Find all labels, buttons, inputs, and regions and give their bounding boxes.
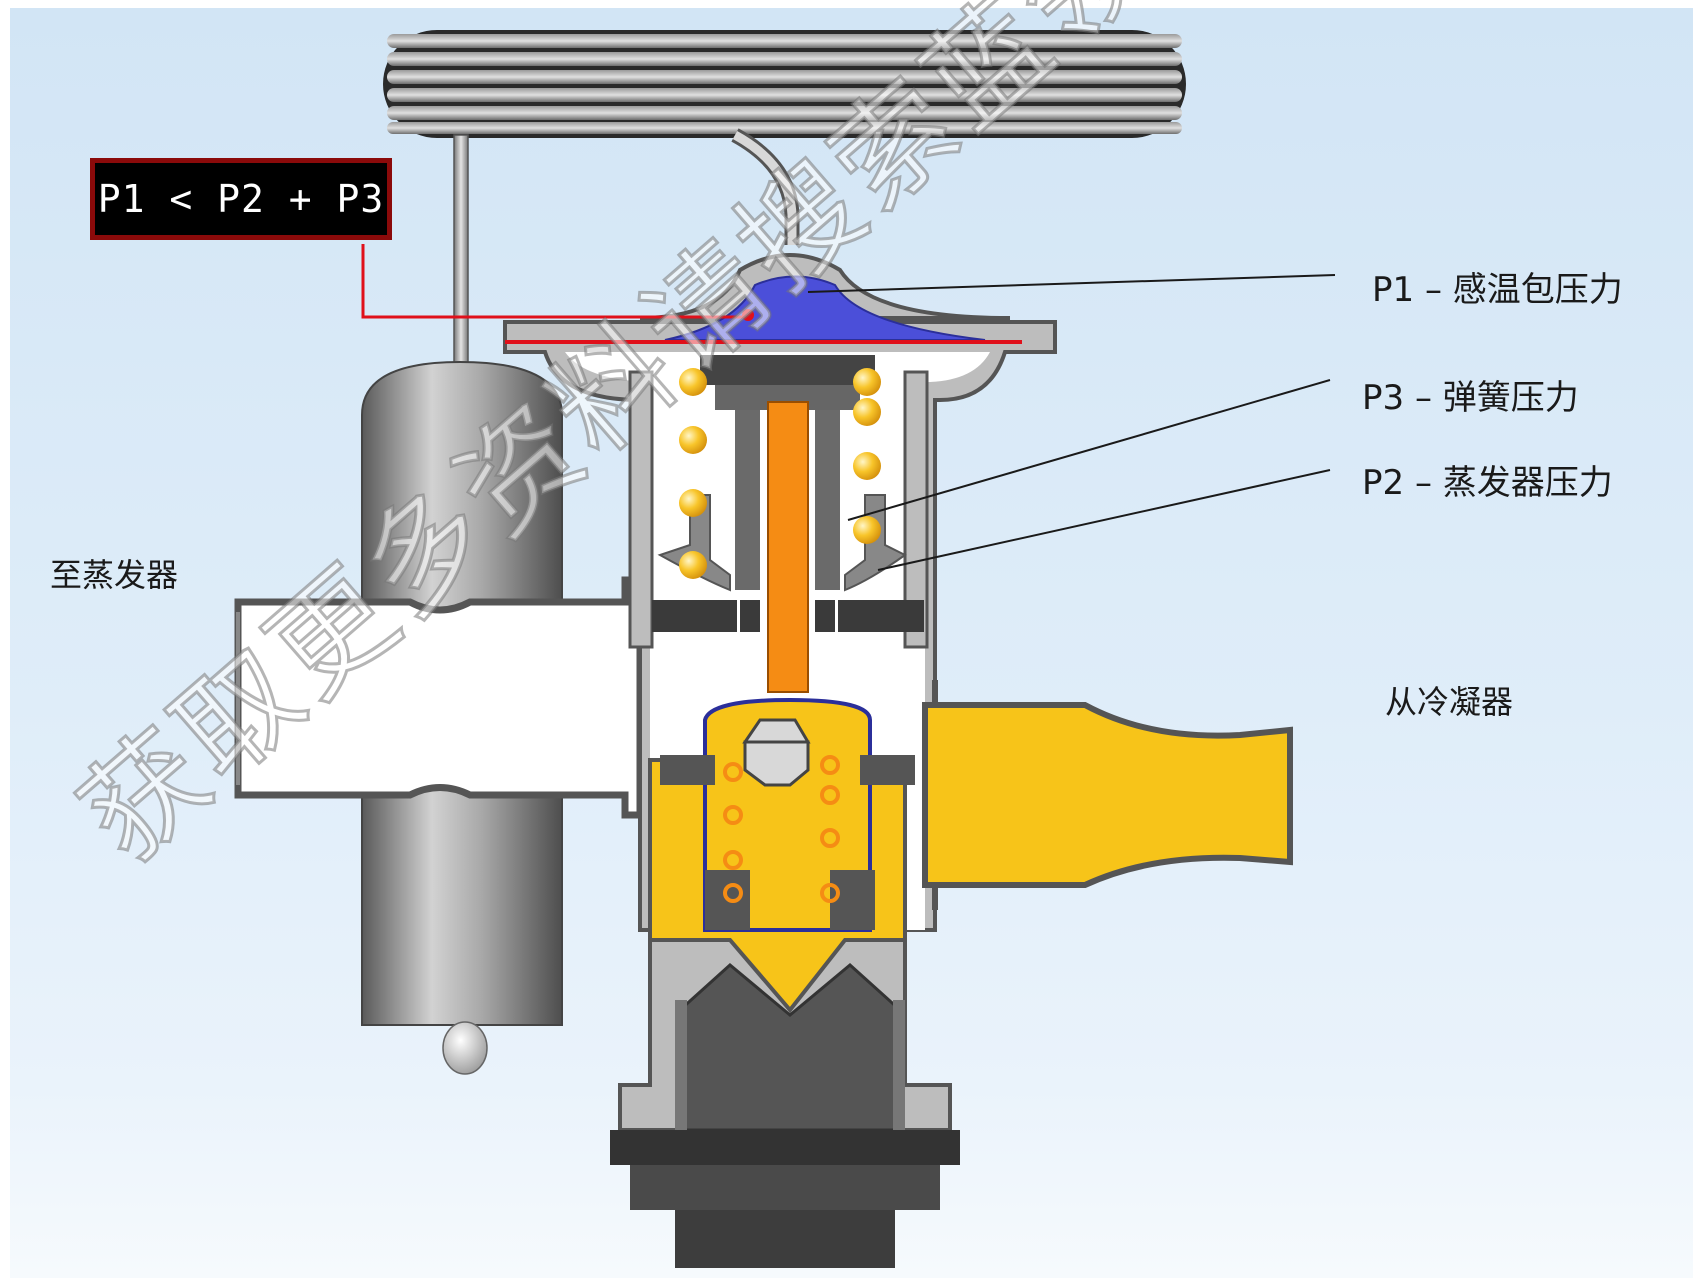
upper-spring-icon — [679, 368, 881, 579]
pressure-indicator-line — [361, 244, 748, 319]
callout-leaders — [807, 274, 1336, 571]
callout-p1-bulb-pressure: P1 – 感温包压力 — [1372, 270, 1623, 310]
pressure-formula: P1 < P2 + P3 — [90, 158, 392, 240]
callout-p2-evaporator-pressure: P2 – 蒸发器压力 — [1362, 463, 1613, 503]
push-rod-icon — [767, 401, 809, 693]
adjusting-screw-icon — [610, 963, 960, 1268]
callout-p3-spring-pressure: P3 – 弹簧压力 — [1362, 378, 1579, 418]
inlet-pipe — [922, 680, 1293, 910]
capillary-coil — [383, 30, 1186, 138]
outlet-pipe — [234, 576, 644, 819]
diaphragm-plate — [700, 355, 875, 590]
port-label-to-evaporator: 至蒸发器 — [50, 556, 179, 594]
diaphragm-icon — [505, 253, 1022, 344]
port-label-from-condenser: 从冷凝器 — [1385, 683, 1514, 721]
valve-needle-icon — [742, 718, 811, 787]
spring-seats — [652, 494, 924, 632]
lower-spring-icon — [723, 755, 840, 903]
